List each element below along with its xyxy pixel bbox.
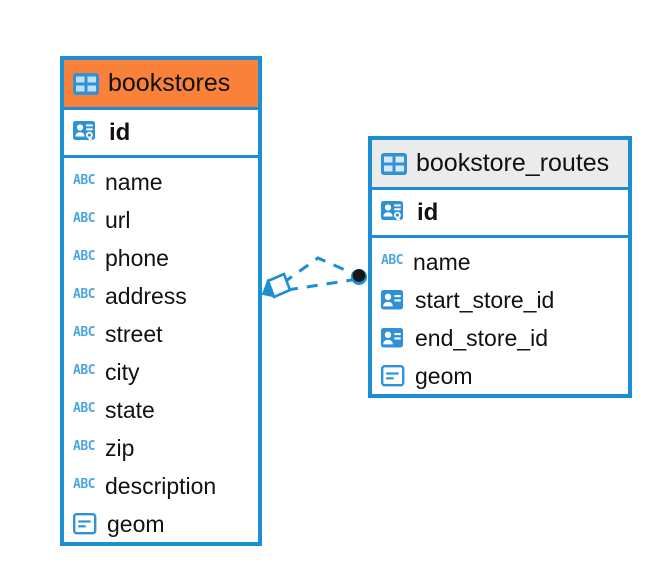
entity-title: bookstore_routes (416, 149, 610, 177)
relationship-line-upper (282, 256, 355, 285)
entity-header-bookstores[interactable]: bookstores (64, 60, 258, 110)
foreign-key-icon (381, 327, 405, 349)
relationship-line-lower (286, 278, 353, 292)
abc-icon: ABC (381, 253, 403, 268)
abc-icon: ABC (73, 477, 95, 492)
field-row-zip[interactable]: ABC zip (64, 429, 258, 467)
primary-key-icon (73, 120, 99, 145)
field-list-bookstores: ABC name ABC url ABC phone ABC address A… (64, 158, 258, 551)
field-label: start_store_id (415, 286, 555, 313)
field-label: end_store_id (415, 324, 548, 351)
field-label: street (104, 320, 163, 347)
geometry-icon (381, 365, 405, 387)
diamond-marker (261, 272, 292, 299)
field-label: id (109, 118, 131, 146)
field-row-geom[interactable]: geom (64, 505, 258, 543)
field-label: geom (415, 362, 473, 389)
field-row-city[interactable]: ABC city (64, 353, 258, 391)
field-label: zip (104, 434, 135, 461)
abc-icon: ABC (73, 363, 95, 378)
abc-icon: ABC (73, 211, 95, 226)
field-label: name (412, 248, 471, 275)
field-row-geom[interactable]: geom (372, 357, 628, 395)
field-label: state (104, 396, 155, 423)
field-label: address (104, 282, 187, 309)
field-row-state[interactable]: ABC state (64, 391, 258, 429)
table-icon (381, 152, 407, 175)
field-label: geom (107, 510, 165, 537)
foreign-key-icon (381, 289, 405, 311)
field-label: city (104, 358, 140, 385)
field-list-bookstore-routes: ABC name start_store_id (372, 238, 628, 403)
field-row-name[interactable]: ABC name (64, 163, 258, 201)
field-row-street[interactable]: ABC street (64, 315, 258, 353)
primary-key-icon (381, 200, 407, 225)
abc-icon: ABC (73, 173, 95, 188)
field-label: name (104, 168, 163, 195)
field-row-description[interactable]: ABC description (64, 467, 258, 505)
field-label: description (104, 472, 217, 499)
field-row-name[interactable]: ABC name (372, 243, 628, 281)
field-row-id[interactable]: id (64, 110, 258, 158)
circle-marker (351, 269, 367, 285)
field-row-url[interactable]: ABC url (64, 201, 258, 239)
entity-bookstores[interactable]: bookstores id ABC (60, 56, 262, 546)
field-label: url (104, 206, 131, 233)
field-label: id (417, 198, 439, 226)
abc-icon: ABC (73, 401, 95, 416)
field-label: phone (104, 244, 169, 271)
field-row-phone[interactable]: ABC phone (64, 239, 258, 277)
entity-title: bookstores (108, 69, 231, 97)
abc-icon: ABC (73, 287, 95, 302)
field-row-address[interactable]: ABC address (64, 277, 258, 315)
table-icon (73, 72, 99, 95)
entity-header-bookstore-routes[interactable]: bookstore_routes (372, 140, 628, 190)
field-row-start-store-id[interactable]: start_store_id (372, 281, 628, 319)
entity-bookstore-routes[interactable]: bookstore_routes id ABC (368, 136, 632, 398)
field-row-id[interactable]: id (372, 190, 628, 238)
abc-icon: ABC (73, 249, 95, 264)
abc-icon: ABC (73, 325, 95, 340)
abc-icon: ABC (73, 439, 95, 454)
field-row-end-store-id[interactable]: end_store_id (372, 319, 628, 357)
geometry-icon (73, 513, 97, 535)
